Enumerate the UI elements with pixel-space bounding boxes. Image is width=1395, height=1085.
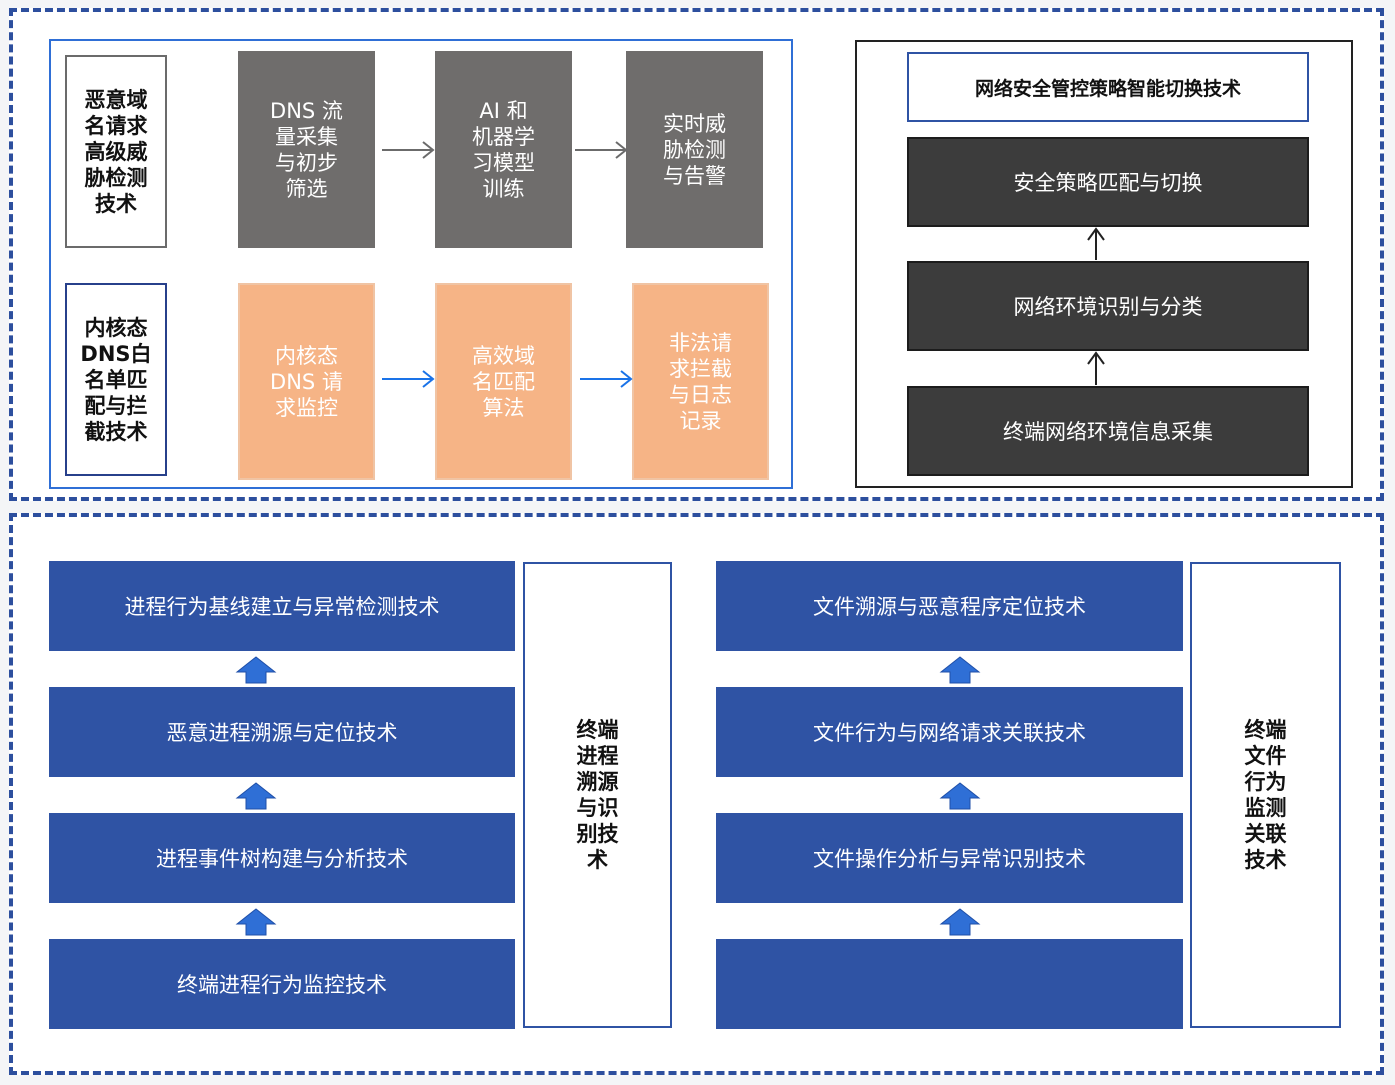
dark-up-arrows <box>1087 227 1105 385</box>
dns-traffic-collection-step: DNS 流 量采集 与初步 筛选 <box>238 51 375 248</box>
block-arrow-up-icon <box>939 782 981 810</box>
block-arrow-up-icon <box>939 656 981 684</box>
realtime-threat-alert-step: 实时威 胁检测 与告警 <box>626 51 763 248</box>
block-arrow-up-icon <box>235 908 277 936</box>
request-block-log-step: 非法请 求拦截 与日志 记录 <box>632 283 769 480</box>
file-monitor-label-text: 终端 文件 行为 监测 关联 技术 <box>1244 718 1287 872</box>
kernel-dns-whitelist-text: 内核态 DNS白 名单匹 配与拦 截技术 <box>80 315 152 444</box>
layer-text: 进程行为基线建立与异常检测技术 <box>124 595 440 619</box>
block-arrow-up-icon <box>235 656 277 684</box>
arrow-right-icon <box>382 141 435 159</box>
arrow-up-icon <box>1087 351 1105 385</box>
layer-text: 终端进程行为监控技术 <box>177 973 387 997</box>
step-text: AI 和 机器学 习模型 训练 <box>472 98 535 201</box>
gray-flow-arrows <box>382 141 628 159</box>
file-trace-layer: 文件溯源与恶意程序定位技术 <box>716 561 1183 651</box>
process-trace-label-text: 终端 进程 溯源 与识 别技 术 <box>576 718 619 872</box>
step-text: 高效域 名匹配 算法 <box>472 343 535 420</box>
file-monitor-label: 终端 文件 行为 监测 关联 技术 <box>1190 562 1341 1028</box>
env-info-collect-layer: 终端网络环境信息采集 <box>907 386 1309 476</box>
step-text: 内核态 DNS 请 求监控 <box>270 343 343 420</box>
layer-text: 安全策略匹配与切换 <box>1013 171 1203 195</box>
arrow-right-icon <box>575 141 628 159</box>
ai-model-training-step: AI 和 机器学 习模型 训练 <box>435 51 572 248</box>
process-monitor-layer: 终端进程行为监控技术 <box>49 939 515 1029</box>
process-baseline-layer: 进程行为基线建立与异常检测技术 <box>49 561 515 651</box>
malicious-domain-detection-label: 恶意域 名请求 高级威 胁检测 技术 <box>65 55 167 248</box>
kernel-dns-monitor-step: 内核态 DNS 请 求监控 <box>238 283 375 480</box>
blue-flow-arrows <box>382 370 633 388</box>
step-text: 非法请 求拦截 与日志 记录 <box>669 330 732 433</box>
process-event-tree-layer: 进程事件树构建与分析技术 <box>49 813 515 903</box>
layer-text: 网络环境识别与分类 <box>1013 295 1203 319</box>
malicious-process-trace-layer: 恶意进程溯源与定位技术 <box>49 687 515 777</box>
policy-switch-title-text: 网络安全管控策略智能切换技术 <box>974 77 1241 100</box>
network-env-classify-layer: 网络环境识别与分类 <box>907 261 1309 351</box>
block-arrow-up-icon <box>939 908 981 936</box>
layer-text: 终端网络环境信息采集 <box>1003 420 1213 444</box>
block-arrow-up-icon <box>235 782 277 810</box>
layer-text: 文件操作分析与异常识别技术 <box>813 847 1086 871</box>
arrow-up-icon <box>1087 227 1105 260</box>
kernel-dns-whitelist-label: 内核态 DNS白 名单匹 配与拦 截技术 <box>65 283 167 476</box>
policy-switch-title: 网络安全管控策略智能切换技术 <box>907 52 1309 122</box>
step-text: DNS 流 量采集 与初步 筛选 <box>270 98 343 201</box>
policy-match-layer: 安全策略匹配与切换 <box>907 137 1309 227</box>
file-operation-analysis-layer: 文件操作分析与异常识别技术 <box>716 813 1183 903</box>
layer-text: 文件行为与网络请求关联技术 <box>813 721 1086 745</box>
file-network-correlation-layer: 文件行为与网络请求关联技术 <box>716 687 1183 777</box>
block-up-arrows <box>235 656 981 936</box>
malicious-domain-detection-text: 恶意域 名请求 高级威 胁检测 技术 <box>84 87 148 216</box>
arrow-right-icon <box>382 370 435 388</box>
layer-text: 进程事件树构建与分析技术 <box>156 847 408 871</box>
layer-text: 文件溯源与恶意程序定位技术 <box>813 595 1086 619</box>
process-trace-label: 终端 进程 溯源 与识 别技 术 <box>523 562 672 1028</box>
arrow-right-icon <box>580 370 633 388</box>
domain-matching-step: 高效域 名匹配 算法 <box>435 283 572 480</box>
step-text: 实时威 胁检测 与告警 <box>663 111 726 188</box>
layer-text: 恶意进程溯源与定位技术 <box>166 721 398 745</box>
file-monitor-layer <box>716 939 1183 1029</box>
